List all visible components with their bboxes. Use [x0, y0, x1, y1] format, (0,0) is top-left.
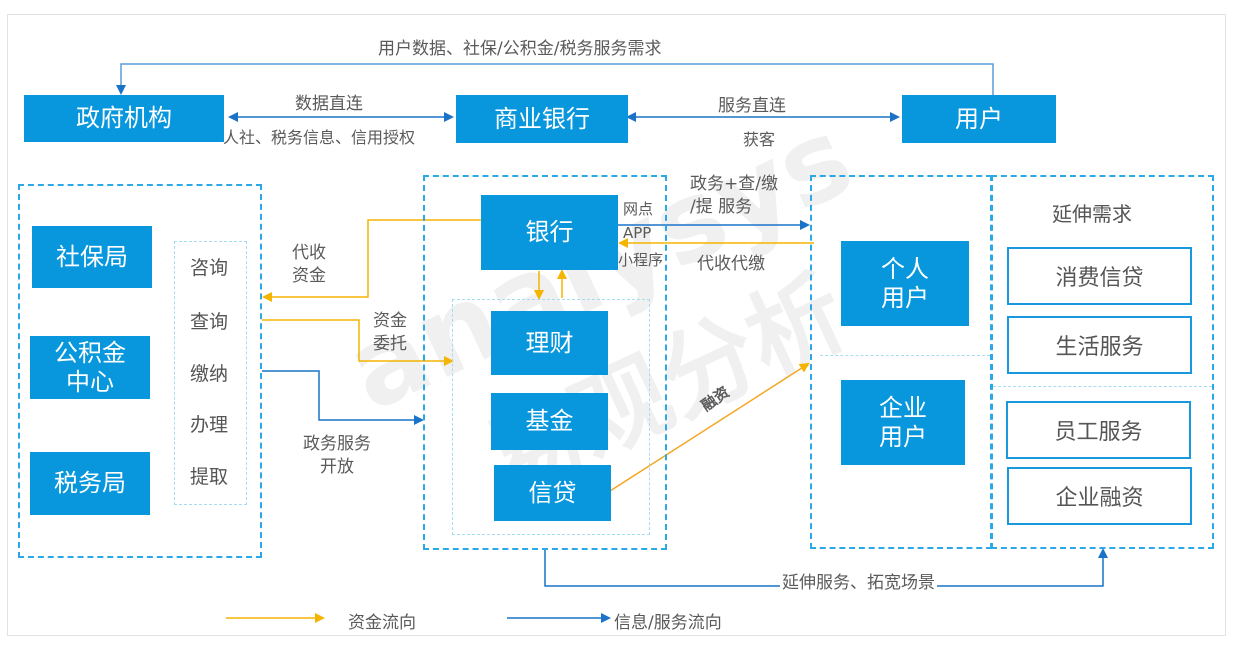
- label-collect-funds: 代收 资金: [292, 243, 326, 286]
- channel-mini-program: 小程序: [618, 251, 664, 269]
- user-box: 用户: [902, 95, 1056, 143]
- channel-branch: 网点: [623, 200, 654, 218]
- arrow-financing: [609, 362, 810, 492]
- bank-panel: [423, 175, 667, 550]
- action-query: 查询: [190, 311, 229, 333]
- demand-employee-services: 员工服务: [1006, 401, 1191, 459]
- users-divider: [820, 355, 990, 356]
- product-fund: 基金: [491, 393, 608, 450]
- agency-tax-bureau: 税务局: [30, 452, 150, 515]
- product-credit: 信贷: [494, 465, 611, 521]
- arrow-collect-funds: [262, 219, 482, 302]
- legend-fund-label: 资金流向: [348, 613, 416, 633]
- action-pay: 缴纳: [190, 363, 229, 385]
- arrow-gov-service-open: [262, 370, 424, 425]
- label-collect-pay: 代收代缴: [697, 254, 765, 274]
- bank-box: 银行: [481, 195, 618, 270]
- label-entrust-funds: 资金 委托: [373, 311, 407, 354]
- bank-products-group: [452, 299, 650, 535]
- demand-life-services: 生活服务: [1007, 316, 1192, 374]
- agency-housing-fund: 公积金 中心: [30, 336, 150, 399]
- demand-enterprise-financing: 企业融资: [1007, 467, 1192, 525]
- label-gov-service-open: 政务服务 开放: [303, 434, 371, 477]
- demand-consumer-credit: 消费信贷: [1007, 247, 1192, 305]
- product-wealth-mgmt: 理财: [491, 311, 608, 375]
- action-handle: 办理: [190, 414, 229, 436]
- personal-user-box: 个人 用户: [841, 241, 969, 326]
- label-extend-services: 延伸服务、拓宽场景: [780, 568, 937, 593]
- bank-user-bottom-label: 获客: [743, 130, 776, 149]
- arrow-entrust-funds: [262, 319, 454, 366]
- commercial-bank-box: 商业银行: [456, 95, 628, 143]
- diagram-frame: [7, 14, 1226, 636]
- channel-app: APP: [623, 224, 652, 242]
- gov-bank-top-label: 数据直连: [295, 94, 363, 114]
- arrow-user-to-gov: [116, 63, 994, 95]
- legend-info-label: 信息/服务流向: [614, 613, 722, 633]
- action-consult: 咨询: [190, 257, 229, 279]
- demand-panel: [991, 175, 1214, 549]
- demand-divider: [993, 386, 1212, 387]
- demand-title: 延伸需求: [1052, 202, 1132, 226]
- bank-user-top-label: 服务直连: [718, 96, 786, 116]
- users-panel: [810, 175, 992, 549]
- agency-social-security: 社保局: [32, 226, 152, 288]
- gov-actions-group: [174, 241, 247, 505]
- action-withdraw: 提取: [190, 466, 229, 488]
- label-service-to-users: 政务+查/缴 /提 服务: [690, 174, 778, 217]
- gov-agency-box: 政府机构: [24, 95, 224, 142]
- gov-bank-bottom-label: 人社、税务信息、信用授权: [223, 128, 416, 147]
- gov-panel: [18, 184, 262, 558]
- top-arrow-label: 用户数据、社保/公积金/税务服务需求: [378, 39, 662, 59]
- enterprise-user-box: 企业 用户: [841, 380, 965, 465]
